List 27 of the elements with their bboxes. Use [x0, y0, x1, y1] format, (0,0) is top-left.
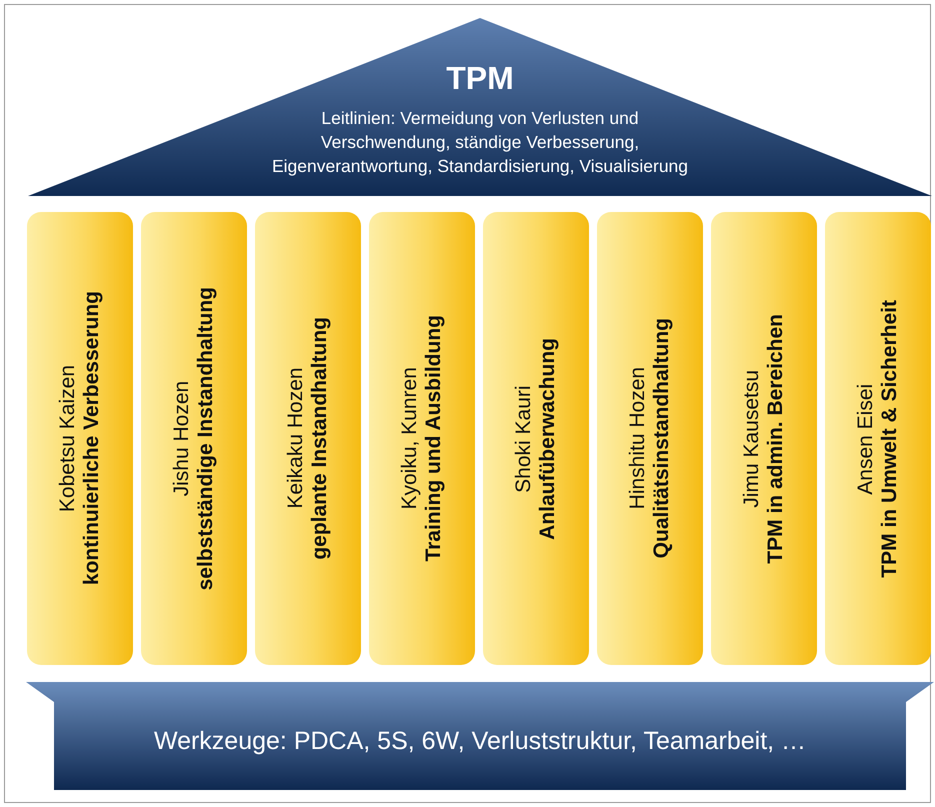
pillar-subtitle: Kyoiku, Kunren: [398, 367, 422, 510]
pillar-title: selbstständige Instandhaltung: [194, 286, 218, 590]
pillar-title: TPM in Umwelt & Sicherheit: [878, 300, 902, 578]
pillar-title: Training und Ausbildung: [422, 315, 446, 562]
title: TPM: [446, 60, 514, 96]
pillar-title: geplante Instandhaltung: [308, 317, 332, 560]
pillar: [597, 212, 703, 665]
pillar-title: Anlaufüberwachung: [536, 338, 560, 540]
pillar: [141, 212, 247, 665]
pillar-title: kontinuierliche Verbesserung: [80, 291, 104, 586]
pillar: [27, 212, 133, 665]
pillar-subtitle: Ansen Eisei: [854, 383, 878, 494]
pillar-title: Qualitätsinstandhaltung: [650, 318, 674, 559]
guidelines-text: Leitlinien: Vermeidung von Verlusten und Verschwendung, ständige Verbesserung, Eigenverantwortung, Standardisierung, Visualisierung: [270, 107, 690, 178]
pillar: [255, 212, 361, 665]
pillar-subtitle: Jishu Hozen: [170, 380, 194, 496]
pillar-subtitle: Hinshitu Hozen: [626, 367, 650, 510]
tools-text: Werkzeuge: PDCA, 5S, 6W, Verluststruktur, Teamarbeit, …: [154, 727, 806, 755]
pillar-subtitle: Shoki Kauri: [512, 384, 536, 492]
pillar-subtitle: Jimu Kausetsu: [740, 370, 764, 508]
pillar-subtitle: Kobetsu Kaizen: [56, 364, 80, 512]
pillar: [711, 212, 817, 665]
pillar: [483, 212, 589, 665]
pillar: [825, 212, 931, 665]
pillar-subtitle: Keikaku Hozen: [284, 368, 308, 510]
pillar-title: TPM in admin. Bereichen: [764, 314, 788, 564]
pillar: [369, 212, 475, 665]
